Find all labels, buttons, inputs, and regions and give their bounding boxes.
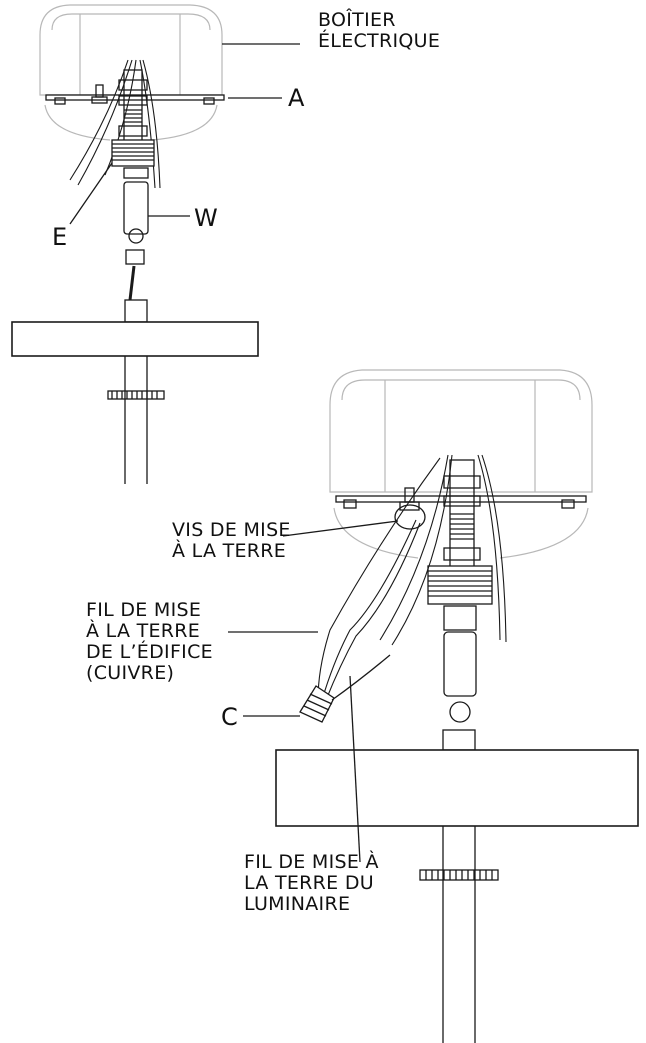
wires-bottom xyxy=(317,454,507,701)
top-assembly xyxy=(11,4,300,484)
downrod-top xyxy=(124,299,148,323)
leader-fixture-ground xyxy=(349,675,361,863)
canopy-disk-bottom xyxy=(275,749,639,827)
label-junction-box-line1: BOÎTIER xyxy=(318,9,396,31)
label-junction-box: BOÎTIER ÉLECTRIQUE xyxy=(318,10,440,52)
label-building-ground-line1: FIL DE MISE xyxy=(86,599,202,621)
coupling-bottom xyxy=(427,565,493,605)
label-fixture-ground-line3: LUMINAIRE xyxy=(244,893,351,915)
crossbar-plate-bottom xyxy=(335,495,587,503)
label-ground-screw-line2: À LA TERRE xyxy=(172,540,287,562)
junction-box-top xyxy=(39,4,223,141)
lock-ring-top xyxy=(107,390,165,400)
canopy-disk-top xyxy=(11,321,259,357)
swivel-top xyxy=(123,167,149,179)
label-fixture-ground: FIL DE MISE À LA TERRE DU LUMINAIRE xyxy=(244,852,379,915)
label-ground-screw-line1: VIS DE MISE xyxy=(172,519,291,541)
wires-top xyxy=(69,59,161,189)
label-fixture-ground-line1: FIL DE MISE À xyxy=(244,851,379,873)
label-building-ground-line2: À LA TERRE xyxy=(86,620,201,642)
label-c: C xyxy=(221,703,239,731)
leader-e xyxy=(69,162,113,225)
crossbar-plate-top xyxy=(45,94,225,101)
label-building-ground-line3: DE L’ÉDIFICE xyxy=(86,641,213,663)
label-building-ground-line4: (CUIVRE) xyxy=(86,662,175,684)
label-ground-screw: VIS DE MISE À LA TERRE xyxy=(172,520,291,562)
ground-screw-highlight xyxy=(394,504,426,530)
label-building-ground: FIL DE MISE À LA TERRE DE L’ÉDIFICE (CUI… xyxy=(86,600,213,684)
junction-box-bottom xyxy=(329,369,593,559)
label-w: W xyxy=(194,204,219,232)
label-e: E xyxy=(52,223,68,251)
downrod-bottom xyxy=(442,729,476,751)
bottom-assembly xyxy=(228,369,639,1043)
lock-ring-bottom xyxy=(419,869,499,881)
swivel-bottom xyxy=(443,605,477,631)
label-junction-box-line2: ÉLECTRIQUE xyxy=(318,30,441,52)
leader-ground-screw xyxy=(282,520,399,537)
label-fixture-ground-line2: LA TERRE DU xyxy=(244,872,374,894)
label-a: A xyxy=(288,84,305,112)
